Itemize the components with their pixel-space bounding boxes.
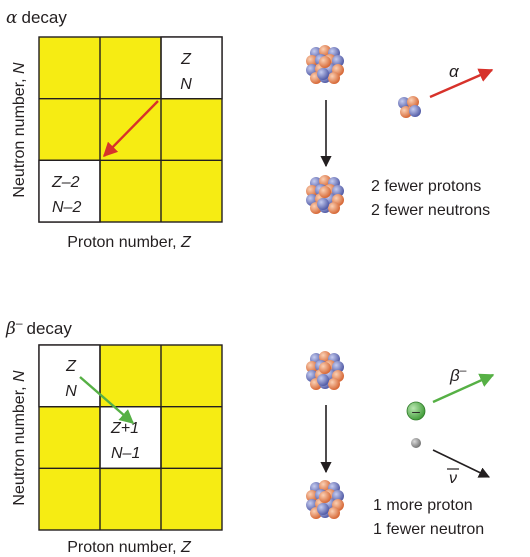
neutron-icon (332, 185, 344, 197)
proton-icon (328, 507, 340, 519)
proton-icon (319, 45, 331, 57)
beta-x-axis-label: Proton number, Z (67, 539, 192, 556)
alpha-end-n: N–2 (52, 199, 81, 216)
alpha-transition-arrow (102, 100, 159, 158)
beta-y-axis-label: Neutron number, N (11, 370, 28, 506)
neutron-icon (332, 55, 344, 67)
proton-icon (319, 56, 331, 68)
proton-icon (319, 186, 331, 198)
antineutrino-arrow (432, 449, 491, 478)
neutron-icon (317, 374, 329, 386)
alpha-grid: Z N Z–2 N–2 (38, 36, 223, 223)
proton-icon (306, 361, 318, 373)
electron-sign: – (412, 403, 420, 419)
beta-start-z: Z (65, 358, 77, 375)
beta-end-z: Z+1 (110, 420, 139, 437)
beta-title: β–decay (5, 316, 72, 339)
beta-start-n: N (65, 383, 77, 400)
beta-transition-arrow (79, 376, 135, 424)
beta-particle-label: β– (449, 363, 467, 385)
beta-change-protons: 1 more proton (373, 497, 473, 514)
alpha-change-protons: 2 fewer protons (371, 178, 481, 195)
proton-icon (328, 72, 340, 84)
electron-icon: – (406, 401, 426, 421)
proton-icon (319, 480, 331, 492)
proton-icon (328, 378, 340, 390)
alpha-change-neutrons: 2 fewer neutrons (371, 202, 490, 219)
beta-grid: Z N Z+1 N–1 (38, 344, 223, 531)
alpha-daughter-nucleus-icon (306, 175, 344, 214)
beta-decay-section: β–decay Z N Z+1 N–1 Neutron number, N Pr… (5, 316, 495, 556)
beta-daughter-nucleus-icon (306, 480, 344, 519)
proton-icon (319, 351, 331, 363)
antineutrino-label: ν (449, 470, 457, 487)
neutron-icon (317, 503, 329, 515)
proton-icon (319, 491, 331, 503)
beta-start-cell (38, 344, 101, 408)
proton-icon (328, 202, 340, 214)
proton-icon (319, 362, 331, 374)
alpha-particle-arrow (429, 68, 494, 99)
proton-icon (306, 490, 318, 502)
proton-icon (306, 185, 318, 197)
alpha-x-axis-label: Proton number, Z (67, 234, 192, 251)
alpha-end-z: Z–2 (51, 174, 80, 191)
beta-change-neutrons: 1 fewer neutron (373, 521, 484, 538)
proton-icon (319, 175, 331, 187)
proton-icon (306, 55, 318, 67)
neutron-icon (332, 490, 344, 502)
neutron-icon (317, 198, 329, 210)
alpha-start-z: Z (180, 51, 192, 68)
beta-particle-arrow (432, 373, 495, 404)
beta-end-n: N–1 (111, 445, 140, 462)
beta-parent-nucleus-icon (306, 351, 344, 390)
alpha-parent-nucleus-icon (306, 45, 344, 84)
alpha-particle-icon (398, 96, 421, 118)
antineutrino-icon (411, 438, 421, 448)
alpha-particle-label: α (449, 62, 460, 81)
neutron-icon (332, 361, 344, 373)
alpha-start-cell (160, 36, 223, 100)
neutron-icon (317, 68, 329, 80)
alpha-y-axis-label: Neutron number, N (11, 62, 28, 198)
alpha-start-n: N (180, 76, 192, 93)
